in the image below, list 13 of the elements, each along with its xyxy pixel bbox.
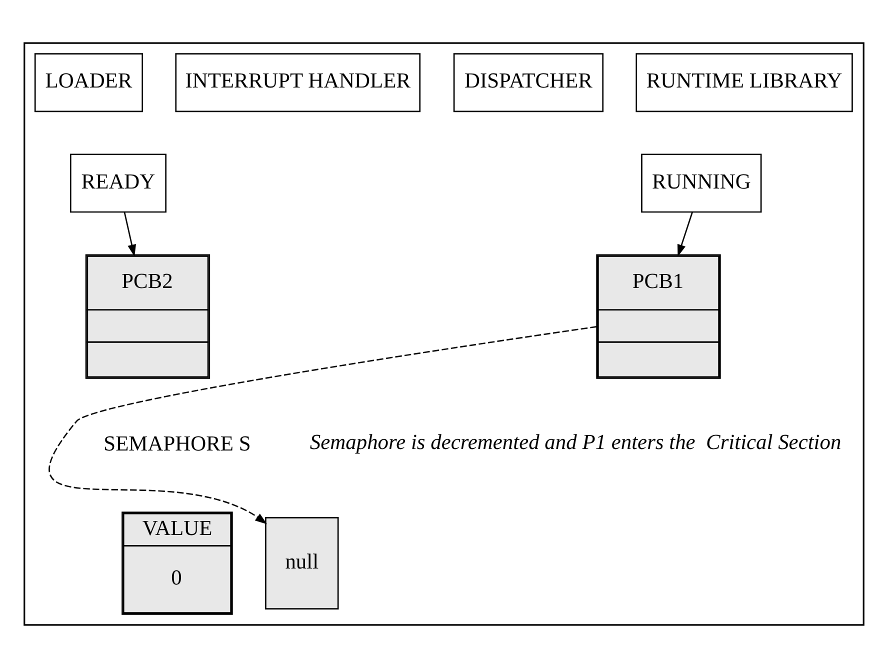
node-box: DISPATCHER — [453, 52, 604, 112]
node-box: RUNTIME LIBRARY — [636, 52, 853, 112]
label: SEMAPHORE S — [104, 430, 251, 455]
node-box: INTERRUPT HANDLER — [175, 52, 421, 112]
node-box: LOADER — [34, 52, 144, 112]
label: Semaphore is decremented and P1 enters the Critical Section — [310, 430, 842, 454]
node-box: READY — [70, 153, 166, 212]
arrow — [677, 212, 693, 256]
arrow — [50, 326, 597, 524]
cluster — [24, 42, 864, 626]
node-box: null — [265, 516, 339, 609]
node-box: RUNNING — [641, 153, 762, 212]
arrow — [124, 212, 136, 256]
